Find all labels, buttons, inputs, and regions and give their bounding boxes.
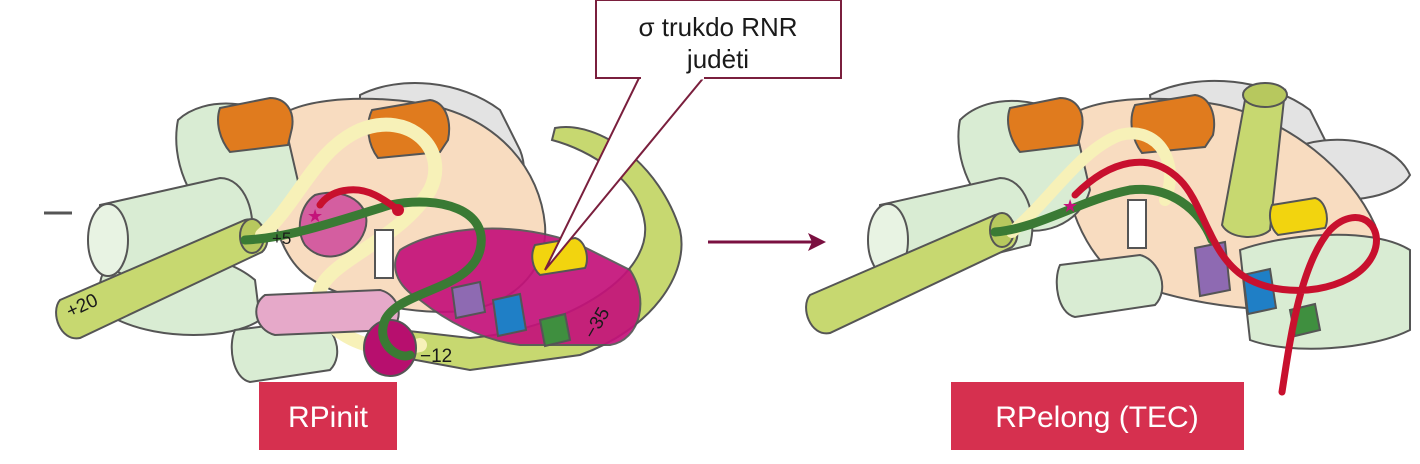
dna-strand-right: [990, 184, 1217, 245]
rna-strand-right: [1071, 158, 1380, 396]
upstream-upright-rod-top: [1242, 82, 1288, 108]
upstream-upright-rod: [1220, 88, 1287, 238]
rna-strand: [316, 186, 402, 214]
rna-end-dot: [392, 204, 404, 216]
blue-block: [491, 292, 528, 338]
transition-arrow: [708, 233, 826, 251]
cream-strand-right: [1006, 127, 1176, 238]
mint-bottom-block-right: [1055, 253, 1164, 319]
active-site-star: ★: [307, 206, 323, 226]
badge-rp-init: RPinit: [259, 382, 397, 450]
label-minus12: −12: [420, 346, 452, 367]
badge-rp-elong: RPelong (TEC): [951, 382, 1244, 450]
yellow-block: [531, 236, 588, 277]
callout-line-1: σ trukdo RNR: [638, 12, 797, 42]
green-block: [538, 312, 572, 348]
callout-box: [595, 0, 842, 79]
rp-elong-diagram: ★: [805, 79, 1412, 396]
dna-strand: [240, 197, 486, 361]
yellow-block-right: [1269, 196, 1328, 237]
callout: σ trukdo RNR judėti: [544, 0, 842, 271]
badge-rp-elong-label: RPelong (TEC): [995, 401, 1198, 434]
mint-cylinder-left-end: [87, 203, 129, 277]
badge-rp-init-label: RPinit: [288, 401, 369, 434]
white-post-right: [1127, 199, 1147, 249]
purple-block-right: [1193, 240, 1232, 298]
active-site-star-right: ★: [1062, 196, 1078, 216]
orange-block-2-right: [1130, 93, 1215, 155]
callout-line-2: judėti: [686, 44, 749, 74]
purple-block: [450, 280, 487, 320]
orange-block-1: [217, 96, 294, 154]
white-post: [374, 229, 394, 279]
label-plus5: +5: [272, 229, 291, 248]
rp-init-diagram: ★ +20 +5 −12 −35: [44, 82, 683, 384]
orange-block-1-right: [1007, 96, 1084, 154]
